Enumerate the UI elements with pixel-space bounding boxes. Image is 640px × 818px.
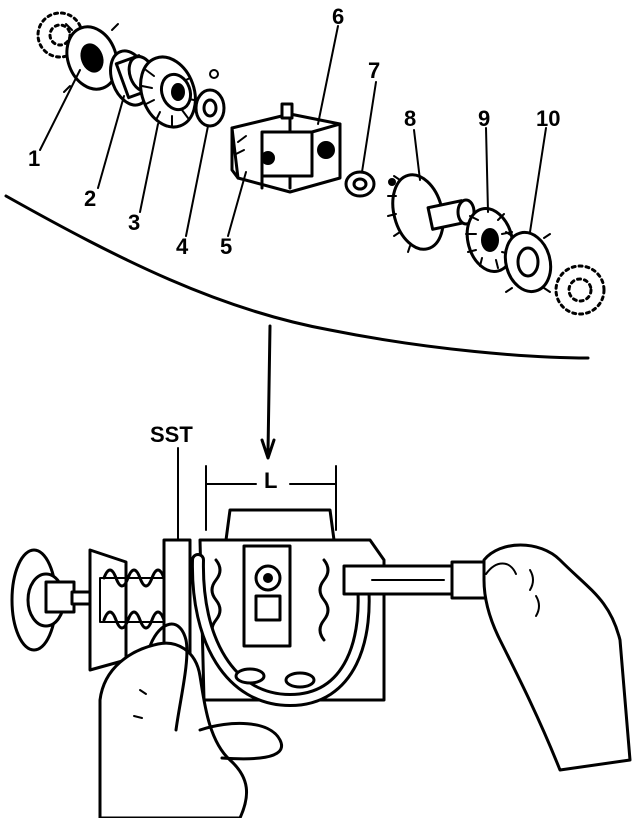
dimension-l-marker <box>205 465 337 531</box>
callout-5: 5 <box>220 234 233 259</box>
separator-curve <box>4 194 590 360</box>
part-10-washer <box>503 230 553 294</box>
sst-label: SST <box>150 422 193 447</box>
callout-7: 7 <box>368 58 381 83</box>
micrometer <box>190 553 488 707</box>
part-8-side-gear <box>387 173 476 253</box>
callout-4: 4 <box>176 234 189 259</box>
part-1-washer <box>63 23 121 93</box>
part-7-washer <box>344 170 376 198</box>
callout-8: 8 <box>404 106 417 131</box>
right-hand <box>482 543 632 772</box>
part-5-6-differential-case <box>230 102 342 194</box>
dimension-l-label: L <box>264 468 278 493</box>
callout-6: 6 <box>332 4 345 29</box>
callout-10: 10 <box>536 106 561 131</box>
part-4-washer <box>194 69 226 128</box>
knob-and-spring <box>10 538 192 672</box>
callout-1: 1 <box>28 146 41 171</box>
callout-9: 9 <box>478 106 491 131</box>
part-3-pinion-gear <box>139 55 197 129</box>
pointer-line <box>266 324 272 454</box>
dashed-washer-right <box>554 264 606 316</box>
leader-lines <box>39 25 547 237</box>
callout-3: 3 <box>128 210 141 235</box>
pointer-arrowhead <box>260 438 276 460</box>
left-hand <box>98 622 284 818</box>
callout-2: 2 <box>84 186 97 211</box>
differential-assembly <box>198 508 386 702</box>
